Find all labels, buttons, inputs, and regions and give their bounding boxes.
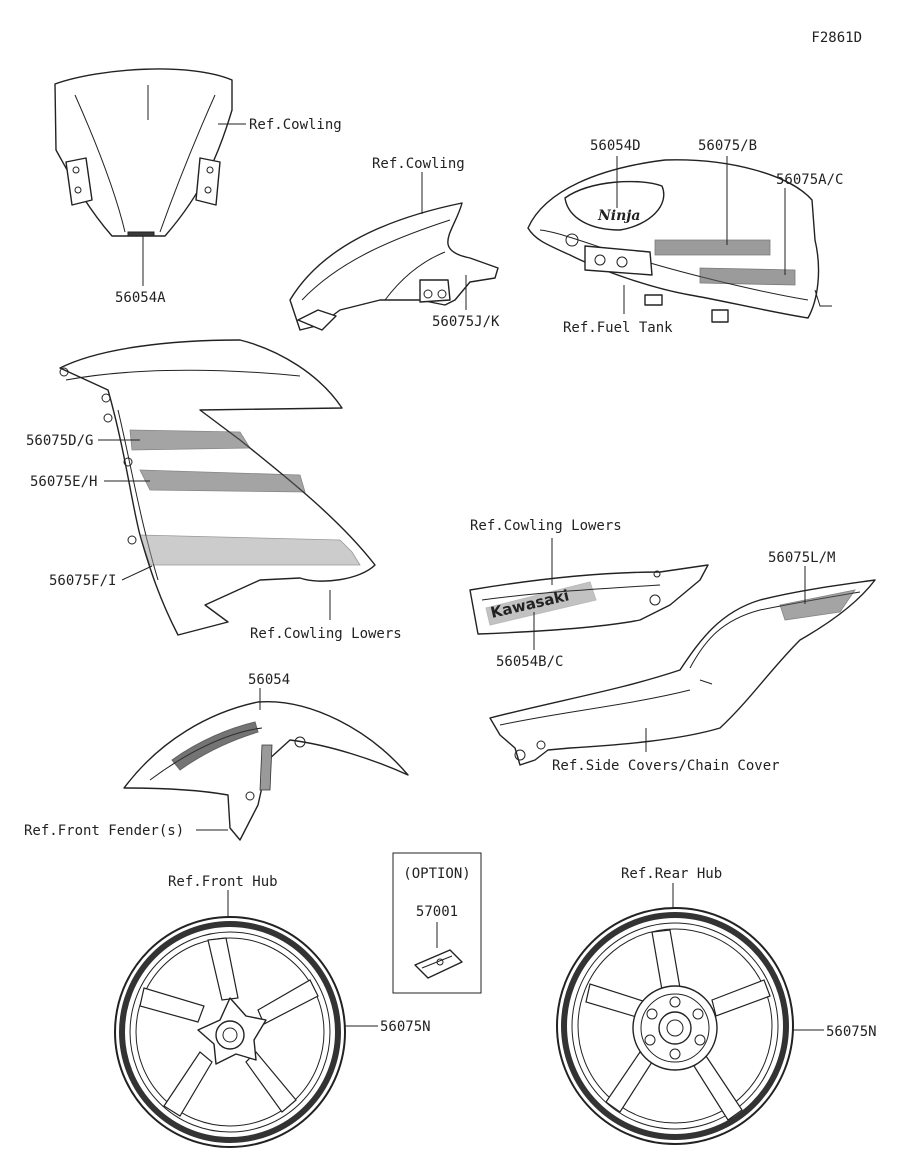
upper-cowl-ref-label: Ref.Cowling bbox=[372, 156, 465, 172]
option-title: (OPTION) bbox=[403, 866, 470, 882]
tank-part-1-label: 56054D bbox=[590, 138, 641, 154]
lower-cowl-part-label: 56054B/C bbox=[496, 654, 563, 670]
tank-part-3-label: 56075A/C bbox=[776, 172, 843, 188]
option-box: (OPTION) 57001 bbox=[392, 852, 482, 994]
side-cowl-part-3-label: 56075F/I bbox=[49, 573, 116, 589]
figure-code: F2861D bbox=[811, 30, 862, 46]
front-hub-ref-label: Ref.Front Hub bbox=[168, 874, 278, 890]
lower-cowl-ref-label: Ref.Cowling Lowers bbox=[470, 518, 622, 534]
rear-hub-ref-label: Ref.Rear Hub bbox=[621, 866, 722, 882]
side-cowl-part-2-label: 56075E/H bbox=[30, 474, 97, 490]
side-cover-ref-label: Ref.Side Covers/Chain Cover bbox=[552, 758, 780, 774]
tank-part-2-label: 56075/B bbox=[698, 138, 757, 154]
rear-wheel-part-label: 56075N bbox=[826, 1024, 877, 1040]
side-cowl-part-1-label: 56075D/G bbox=[26, 433, 93, 449]
lower-cowl: Kawasaki bbox=[469, 564, 709, 635]
fuel-tank: Ninja bbox=[527, 159, 832, 323]
front-wheel-part-label: 56075N bbox=[380, 1019, 431, 1035]
windshield bbox=[54, 68, 233, 237]
fender-part-label: 56054 bbox=[248, 672, 290, 688]
upper-cowl bbox=[289, 202, 499, 331]
upper-cowl-part-label: 56075J/K bbox=[432, 314, 500, 330]
tank-logo-decal: Ninja bbox=[597, 208, 640, 224]
fender-ref-label: Ref.Front Fender(s) bbox=[24, 823, 184, 839]
side-cowl bbox=[59, 339, 376, 636]
leader-side-cowl-part-3 bbox=[121, 565, 153, 581]
front-wheel bbox=[114, 916, 346, 1148]
front-fender bbox=[123, 700, 409, 841]
windshield-ref-label: Ref.Cowling bbox=[249, 117, 342, 133]
option-part-label: 57001 bbox=[416, 904, 458, 920]
side-cowl-ref-label: Ref.Cowling Lowers bbox=[250, 626, 402, 642]
side-cover bbox=[489, 579, 876, 766]
windshield-part-label: 56054A bbox=[115, 290, 166, 306]
tank-ref-label: Ref.Fuel Tank bbox=[563, 320, 673, 336]
rear-wheel bbox=[556, 907, 794, 1145]
side-cover-part-label: 56075L/M bbox=[768, 550, 835, 566]
